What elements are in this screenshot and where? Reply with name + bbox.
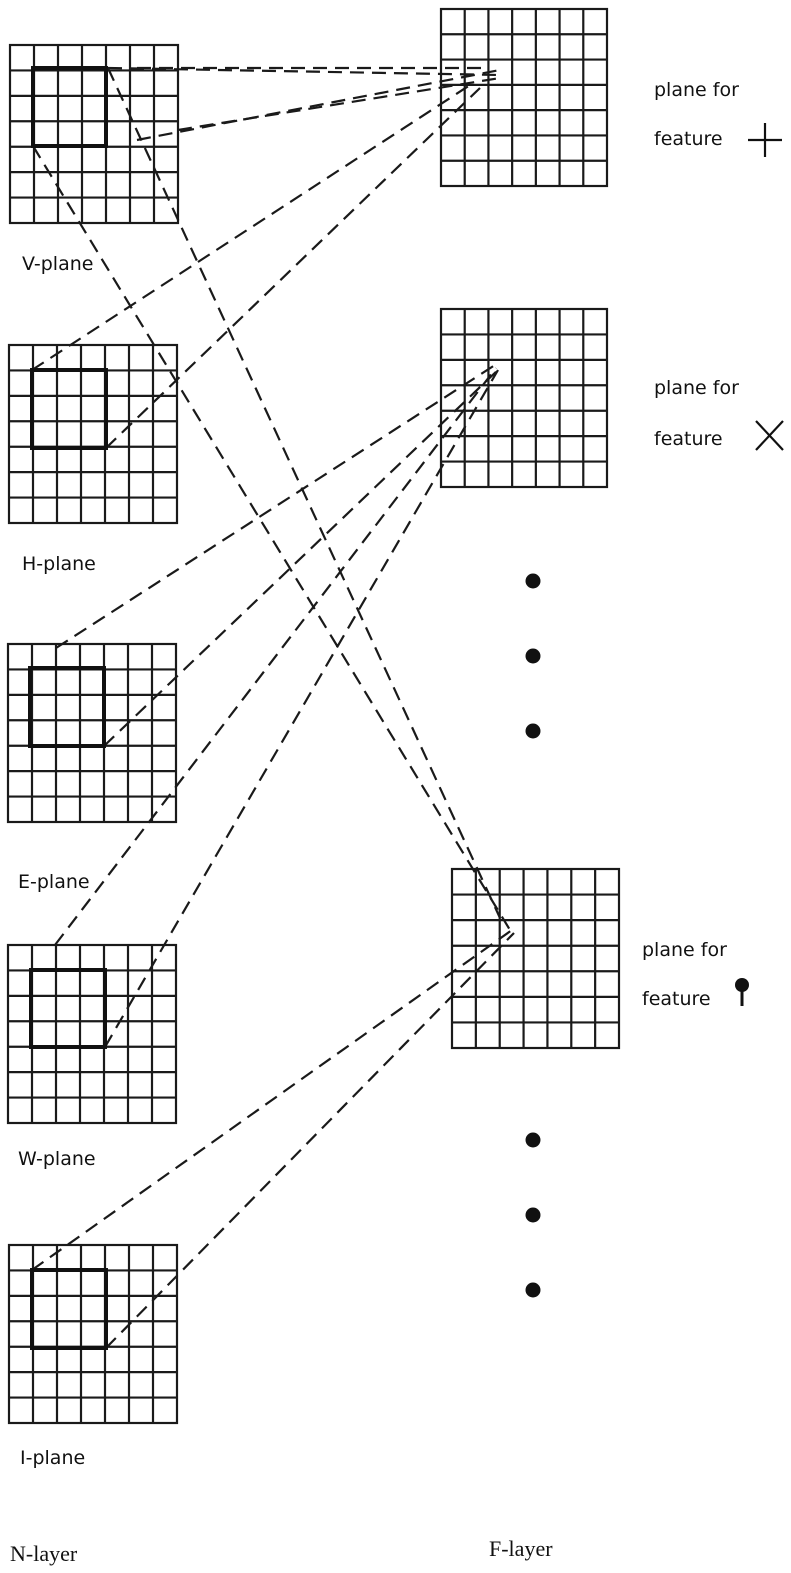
ellipsis-dots-upper xyxy=(525,573,541,739)
connection-line xyxy=(55,364,496,649)
plus-plane-label-line1: plane for xyxy=(654,79,739,101)
plus-plane-label-line2: feature xyxy=(654,128,723,150)
plane-grids xyxy=(6,7,621,1425)
plus-feature-grid xyxy=(439,7,609,188)
ellipsis-dot xyxy=(525,1282,541,1298)
connection-line xyxy=(31,929,513,1271)
ellipsis-dot xyxy=(525,573,541,589)
w-plane-grid xyxy=(6,943,178,1125)
connection-line xyxy=(105,932,515,1349)
pin-feature-grid xyxy=(450,867,621,1050)
ellipsis-dot xyxy=(525,1207,541,1223)
pin-plane-label-line1: plane for xyxy=(642,939,727,961)
connection-line xyxy=(31,84,471,371)
h-plane-grid xyxy=(7,343,179,525)
connection-lines xyxy=(31,66,515,1349)
connection-line xyxy=(54,367,497,946)
h-plane-label: H-plane xyxy=(22,553,96,575)
ellipsis-dots-lower xyxy=(525,1132,541,1298)
pin-icon xyxy=(735,978,749,1006)
i-plane-label: I-plane xyxy=(20,1447,85,1469)
connection-line xyxy=(107,67,501,919)
e-plane-grid xyxy=(6,642,178,824)
cross-feature-grid xyxy=(439,307,609,489)
w-plane-label: W-plane xyxy=(18,1148,96,1170)
pin-plane-label-line2: feature xyxy=(642,988,711,1010)
connection-line xyxy=(136,68,501,142)
connection-line xyxy=(103,367,501,747)
e-plane-label: E-plane xyxy=(18,871,90,893)
receptive-window xyxy=(30,1268,108,1350)
ellipsis-dot xyxy=(525,1132,541,1148)
connection-line xyxy=(177,76,501,132)
v-plane-label: V-plane xyxy=(22,253,93,275)
ellipsis-dot xyxy=(525,723,541,739)
i-plane-grid xyxy=(7,1243,179,1425)
n-layer-label: N-layer xyxy=(10,1541,78,1566)
connection-line xyxy=(105,87,481,449)
plus-icon xyxy=(748,123,782,157)
receptive-window xyxy=(31,66,108,148)
v-plane-grid xyxy=(8,43,180,225)
cross-plane-label-line2: feature xyxy=(654,428,723,450)
ellipsis-dot xyxy=(525,648,541,664)
cross-plane-label-line1: plane for xyxy=(654,377,739,399)
receptive-window xyxy=(30,368,108,450)
receptive-window xyxy=(28,666,106,748)
f-layer-label: F-layer xyxy=(489,1536,553,1561)
receptive-window xyxy=(29,968,107,1049)
cross-icon xyxy=(755,420,784,451)
